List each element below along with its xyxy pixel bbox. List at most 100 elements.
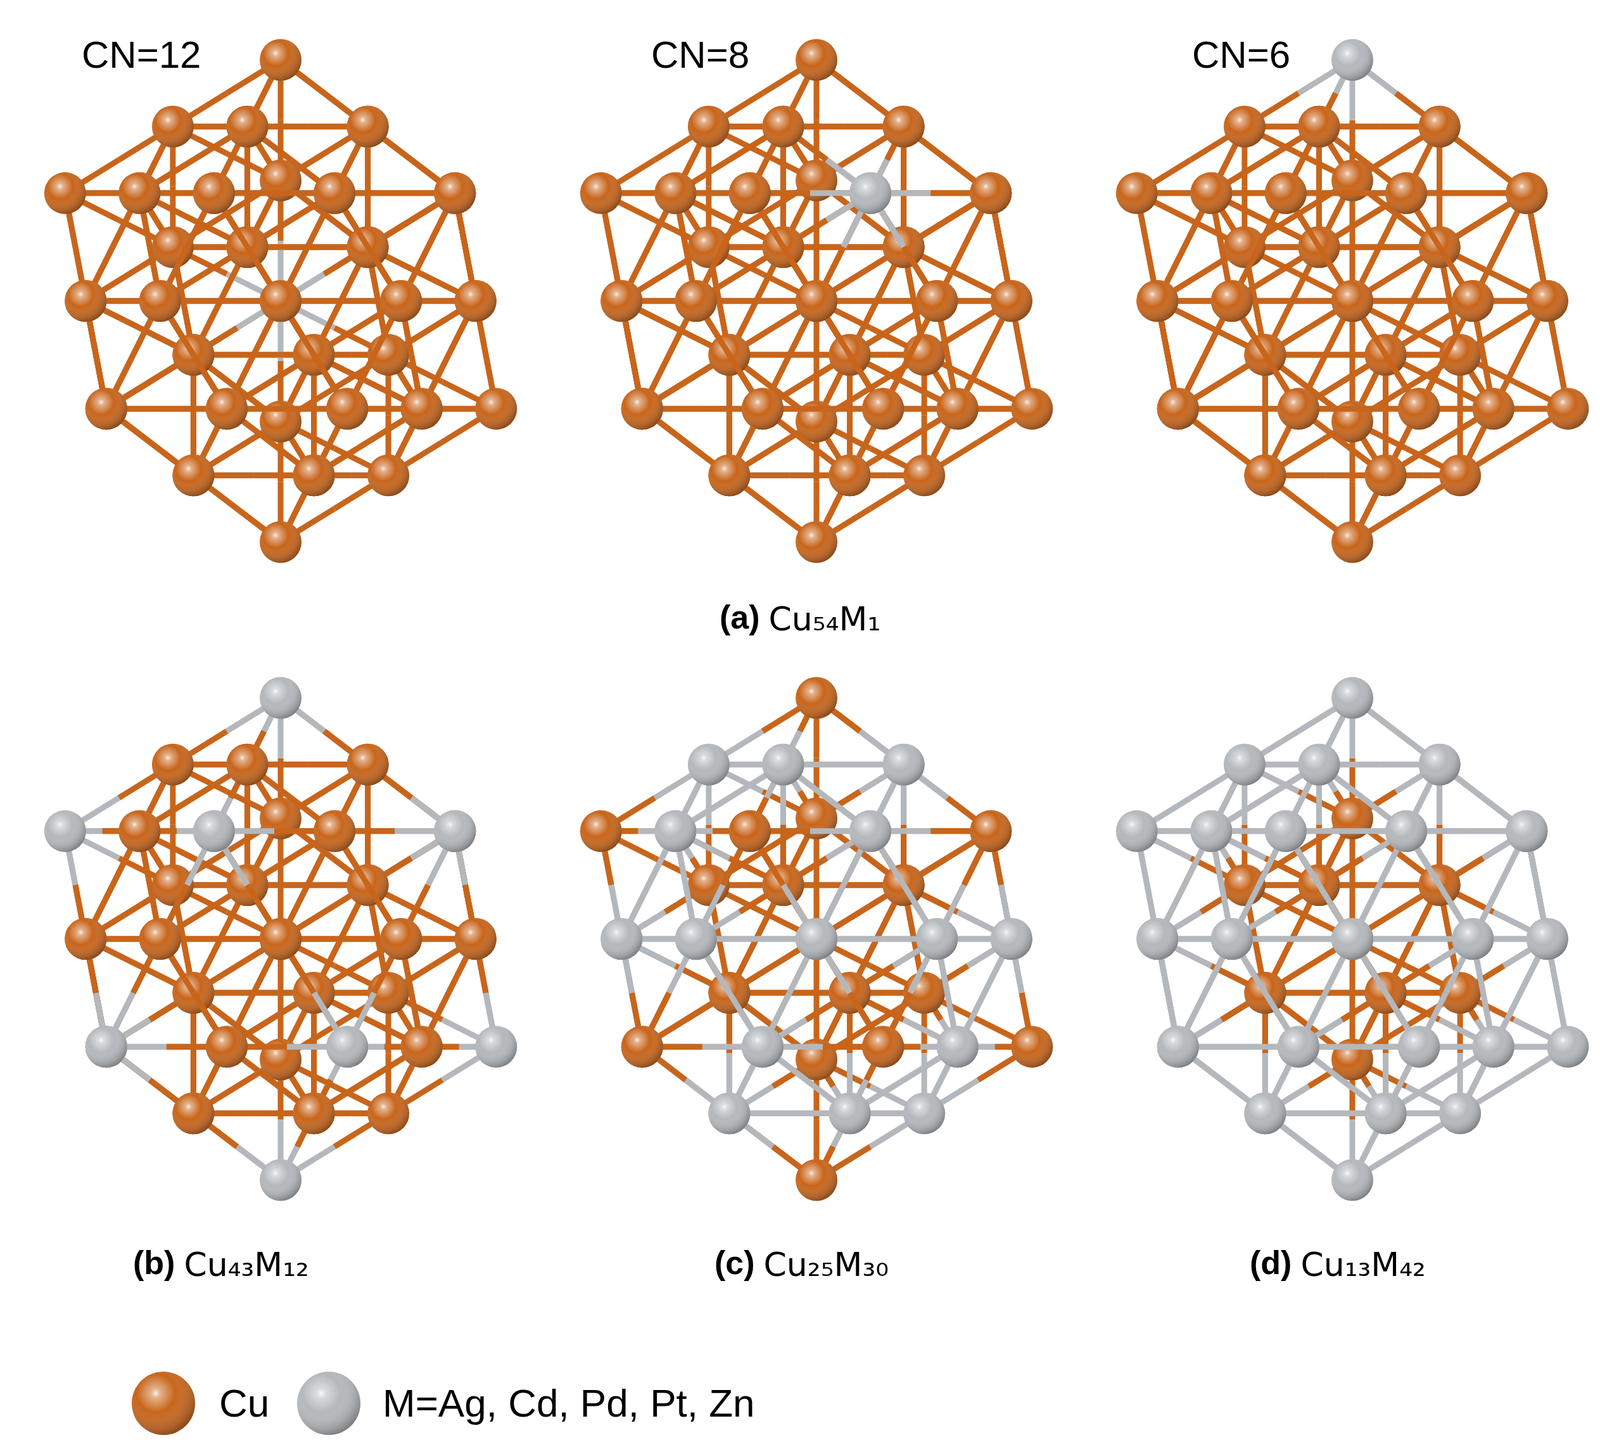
atom-shading (172, 454, 215, 496)
atom-shading (795, 520, 838, 563)
atom-shading (1365, 454, 1407, 496)
atom-sphere (1546, 387, 1589, 430)
atom-shading (708, 454, 750, 496)
atom-shading (44, 172, 87, 215)
atom-shading (313, 810, 356, 852)
atom-sphere (118, 172, 161, 215)
atom-shading (118, 810, 161, 852)
atom-shading (293, 1092, 336, 1134)
atom-sphere (259, 279, 302, 322)
atom-sphere (1385, 172, 1428, 215)
atom-shading (795, 279, 838, 322)
atom-sphere (85, 387, 128, 430)
atom-shading (1211, 279, 1253, 322)
atom-sphere (193, 810, 235, 852)
atom-sphere (1244, 454, 1286, 496)
atom-sphere (193, 172, 235, 215)
atom-sphere (849, 172, 892, 215)
atom-sphere (969, 172, 1012, 215)
atom-sphere (1264, 172, 1307, 215)
atom-sphere (969, 172, 1012, 215)
atom-shading (675, 279, 718, 322)
atom-sphere (862, 387, 904, 430)
atom-shading (1439, 454, 1481, 496)
atom-sphere (829, 454, 871, 496)
atom-sphere (1505, 172, 1548, 215)
atom-sphere (139, 279, 182, 322)
atom-shading (829, 454, 871, 496)
atom-shading (1157, 387, 1200, 430)
atom-shading (1331, 279, 1374, 322)
atom-sphere (915, 279, 958, 322)
atom-shading (1331, 279, 1374, 322)
atom-shading (1472, 387, 1515, 430)
atom-shading (600, 279, 643, 322)
atom-shading (454, 279, 497, 322)
atom-sphere (654, 172, 697, 215)
atom-sphere (1297, 105, 1340, 148)
atom-layer (44, 39, 1590, 1435)
atom-sphere (1190, 172, 1232, 215)
atom-sphere (1418, 105, 1461, 148)
atom-sphere (205, 1025, 248, 1068)
atom-sphere (347, 105, 389, 148)
atom-sphere (1472, 387, 1515, 430)
atom-sphere (1331, 520, 1374, 563)
atom-sphere (1397, 387, 1440, 430)
atom-shading (1116, 172, 1158, 215)
atom-shading (139, 279, 182, 322)
atom-sphere (1244, 454, 1286, 496)
atom-shading (193, 172, 235, 215)
atom-sphere (326, 1025, 369, 1068)
cluster-model (44, 39, 518, 564)
atom-shading (936, 387, 979, 430)
atom-sphere (654, 172, 697, 215)
atom-shading (729, 172, 771, 215)
atom-sphere (259, 520, 302, 563)
atom-shading (380, 917, 422, 960)
atom-shading (1397, 387, 1440, 430)
atom-shading (1010, 387, 1053, 430)
atom-shading (347, 105, 389, 148)
atom-sphere (172, 1092, 215, 1134)
atom-shading (1451, 279, 1494, 322)
atom-sphere (1397, 387, 1440, 430)
atom-sphere (172, 454, 215, 496)
atom-sphere (259, 917, 302, 960)
atom-shading (729, 172, 771, 215)
atom-sphere (795, 520, 838, 563)
atom-sphere (1157, 387, 1200, 430)
atom-sphere (990, 279, 1033, 322)
atom-shading (1526, 279, 1569, 322)
atom-shading (172, 1092, 215, 1134)
atom-sphere (580, 172, 623, 215)
atom-shading (675, 279, 718, 322)
atom-sphere (915, 279, 958, 322)
atom-shading (118, 172, 161, 215)
atom-sphere (1223, 105, 1266, 148)
atom-shading (85, 387, 128, 430)
atom-shading (654, 172, 697, 215)
atom-sphere (1010, 387, 1053, 430)
atom-sphere (64, 279, 107, 322)
atom-sphere (347, 743, 389, 786)
atom-shading (1526, 279, 1569, 322)
atom-shading (1385, 172, 1428, 215)
atom-sphere (1439, 454, 1481, 496)
atom-shading (433, 810, 476, 852)
atom-sphere (1331, 39, 1374, 82)
atom-shading (990, 279, 1033, 322)
atom-sphere (1505, 172, 1548, 215)
atom-shading (1365, 454, 1407, 496)
atom-sphere (1277, 387, 1320, 430)
atom-sphere (326, 387, 369, 430)
atom-shading (621, 387, 664, 430)
atom-shading (687, 105, 730, 148)
atom-sphere (741, 387, 784, 430)
atom-shading (1211, 279, 1253, 322)
atom-shading (1136, 279, 1179, 322)
atom-sphere (1451, 279, 1494, 322)
atom-shading (1223, 105, 1266, 148)
atom-shading (1190, 172, 1232, 215)
